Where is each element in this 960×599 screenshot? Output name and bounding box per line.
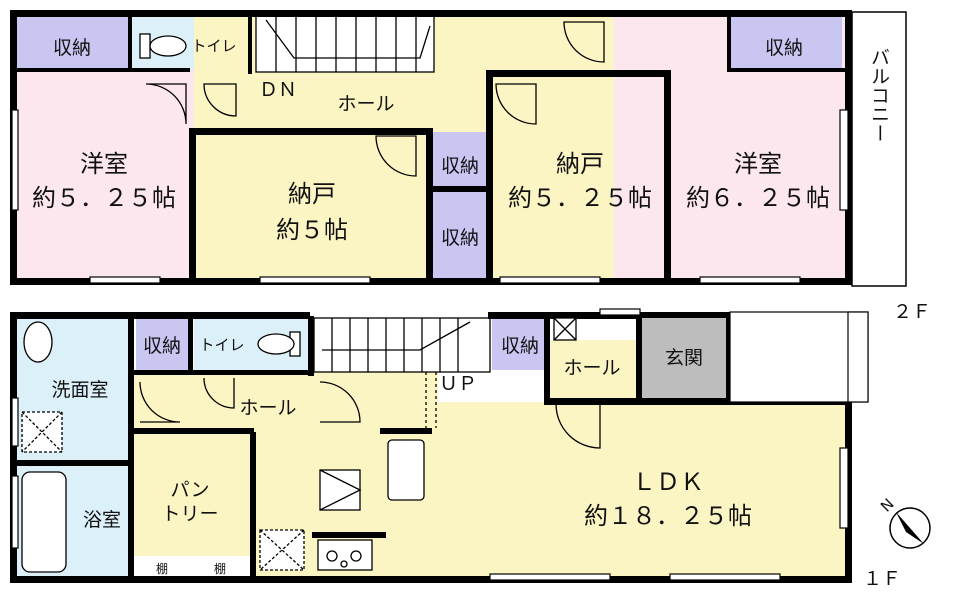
pantry-label-2: トリー [161,503,218,525]
compass: N [877,495,931,549]
ldk-1f [438,402,848,578]
pantry-label-1: パン [171,479,210,501]
storage-2f-a [194,132,430,280]
entrance-label: 玄関 [665,347,703,369]
balcony-label: バルコニー [868,48,890,143]
doors-2f [145,21,605,177]
hall-1f-label: ホール [239,397,296,419]
floor-1-label: １Ｆ [863,568,901,590]
shelf-1f [132,556,252,578]
porch-rail [847,311,869,403]
closet-2f-mid-lower [430,190,490,280]
toilet-1f-fixture [257,333,295,355]
range-hood [319,469,361,511]
hall-1f [132,372,438,432]
porch-1f [729,311,869,403]
balcony [851,11,907,287]
shelf-b-label: 棚 [214,561,226,576]
windows-2f [11,109,849,284]
sink [387,439,425,501]
windows-1f [11,308,849,581]
stairs-1f [313,317,491,428]
floor-2-label: ２Ｆ [893,301,931,323]
storage-2f-a-size: 約５帖 [276,216,348,244]
washer-box [21,411,63,453]
closet-2f-nw [14,14,130,70]
walls-1f [10,312,852,583]
floor-1: 洗面室 収納 トイレ 収納 ＵＰ ホール 玄関 ホール 浴室 パン トリー 棚 … [10,308,901,590]
floor-2: 収納 トイレ ＤＮ ホール 収納 洋室 約５．２５帖 納戸 約５帖 収納 収納 … [10,10,931,323]
stairs-2f-label: ＤＮ [259,79,297,101]
bathtub [21,471,67,573]
hall-2f-label: ホール [337,93,394,115]
stairs-1f-label: ＵＰ [439,373,477,395]
entrance-1f [640,318,728,402]
closet-2f-mid-lower-label: 収納 [441,227,479,249]
toilet-2f-label: トイレ [191,37,236,55]
room-2f-west-size: 約５．２５帖 [32,184,176,212]
toilet-2f-fixture [139,33,187,59]
closet-1f-a [136,318,190,372]
washbasin [23,321,53,363]
room-2f-east-name: 洋室 [734,150,782,178]
toilet-1f-label: トイレ [199,336,244,354]
fixtures-1f [21,317,577,573]
closet-1f-a-label: 収納 [143,335,181,357]
compass-north-label: N [877,495,898,516]
washroom-label: 洗面室 [51,379,108,401]
room-2f-east-size: 約６．２５帖 [686,184,830,212]
pantry-1f [132,432,252,562]
hall-entry-1f [548,340,636,402]
shelf-a-label: 棚 [156,561,168,576]
hall-entry-label: ホール [563,357,620,379]
closet-2f-ne [730,14,842,70]
room-2f-west-name: 洋室 [80,150,128,178]
bathroom-label: 浴室 [83,509,121,531]
ldk-size: 約１８．２５帖 [584,502,752,530]
closet-2f-mid-upper-label: 収納 [441,155,479,177]
closet-2f-nw-label: 収納 [53,37,91,59]
room-2f-west [14,70,194,280]
closet-1f-b [492,318,546,370]
ldk-name: ＬＤＫ [632,468,704,496]
storage-2f-b-size: 約５．２５帖 [508,184,652,212]
closet-2f-mid-upper [430,132,490,190]
closet-2f-ne-label: 収納 [765,37,803,59]
storage-2f-a-name: 納戸 [288,180,336,208]
stairs-2f [255,15,435,73]
storage-2f-b-name: 納戸 [556,150,604,178]
closet-1f-b-label: 収納 [501,335,539,357]
fridge-box [259,529,305,571]
